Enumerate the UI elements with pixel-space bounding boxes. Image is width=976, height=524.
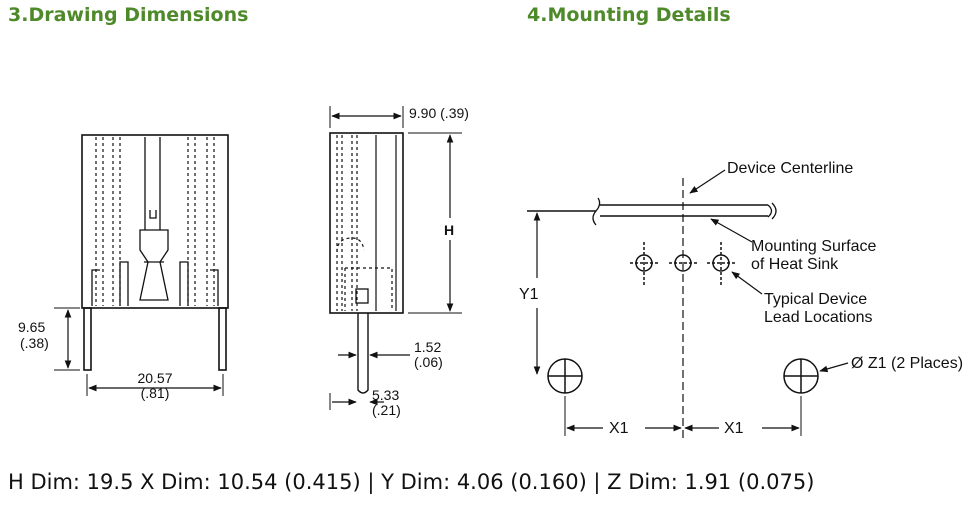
mounting-details-heading: 4.Mounting Details xyxy=(527,4,731,26)
side-view-labels: 9.90 (.39) H 1.52 (.06) 5.33 (.21) xyxy=(372,105,469,418)
lead-hole-right xyxy=(707,242,735,285)
drawing-dimensions-heading: 3.Drawing Dimensions xyxy=(8,4,249,26)
lead-height-inch-label: (.38) xyxy=(20,335,49,351)
z1-label: Ø Z1 (2 Places) xyxy=(851,355,963,372)
width-label: 20.57 xyxy=(137,370,172,386)
lead-offset-label: 5.33 xyxy=(372,387,399,403)
lead-thickness-label: 1.52 xyxy=(414,339,441,355)
lead-hole-center xyxy=(669,254,697,272)
lead-height-label: 9.65 xyxy=(18,319,45,335)
front-view-labels: 9.65 (.38) 20.57 (.81) xyxy=(18,319,173,401)
side-view xyxy=(329,106,462,410)
x1-right-label: X1 xyxy=(724,420,744,437)
dimensions-summary: H Dim: 19.5 X Dim: 10.54 (0.415) | Y Dim… xyxy=(8,470,815,494)
heat-sink-label: of Heat Sink xyxy=(751,256,839,273)
heatsink-body-front xyxy=(81,134,229,309)
left-lead xyxy=(83,307,92,371)
right-lead xyxy=(218,307,227,371)
front-view xyxy=(54,134,229,396)
y1-label: Y1 xyxy=(519,286,539,303)
lead-thickness-inch-label: (.06) xyxy=(414,354,443,370)
lead-offset-inch-label: (.21) xyxy=(372,402,401,418)
mounting-surface-label: Mounting Surface xyxy=(751,238,877,255)
width-inch-label: (.81) xyxy=(141,385,170,401)
side-lead xyxy=(357,313,369,394)
mounting-details xyxy=(527,169,849,440)
height-label: H xyxy=(444,222,454,238)
depth-label: 9.90 (.39) xyxy=(409,105,469,121)
lead-locations-label: Lead Locations xyxy=(764,309,873,326)
typical-device-label: Typical Device xyxy=(764,291,867,308)
x1-left-label: X1 xyxy=(609,420,629,437)
mounting-hole-right xyxy=(783,358,819,394)
mounting-hole-left xyxy=(547,358,583,394)
heatsink-body-side xyxy=(329,132,404,314)
centerline-label: Device Centerline xyxy=(727,160,853,177)
lead-hole-left xyxy=(630,242,658,285)
mounting-labels: Device Centerline Mounting Surface of He… xyxy=(519,160,963,437)
